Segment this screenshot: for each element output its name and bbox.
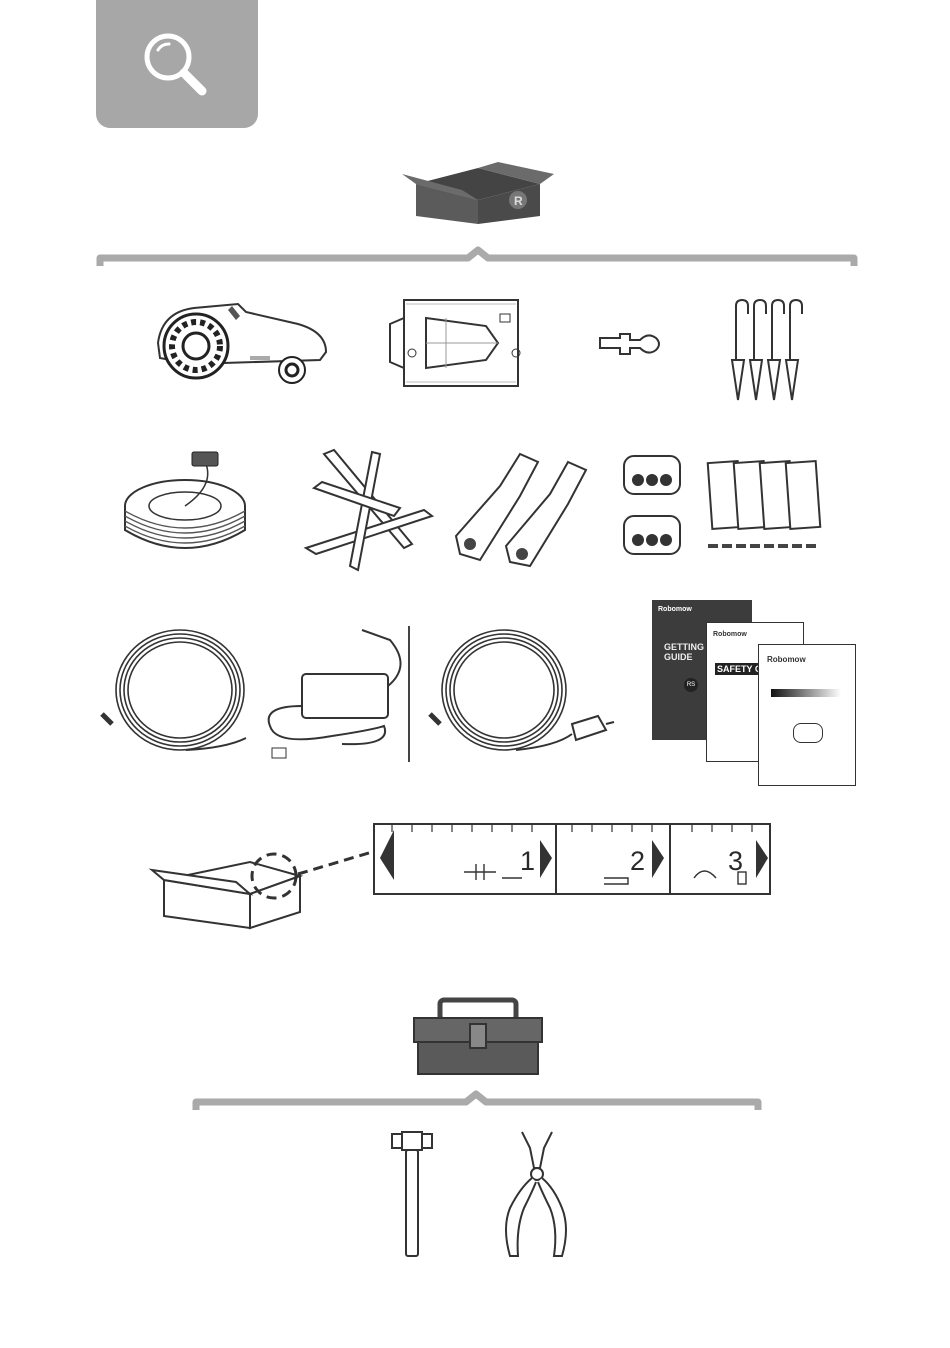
connectors-icon bbox=[450, 450, 600, 574]
ruler-step-1: 1 bbox=[520, 846, 535, 876]
ruler-on-box: 1 2 3 bbox=[372, 822, 772, 896]
cable-plug-icon bbox=[426, 628, 636, 756]
robot-mower-icon bbox=[150, 298, 332, 386]
small-screws-icon bbox=[708, 544, 816, 548]
svg-text:R: R bbox=[514, 194, 523, 208]
tools-bracket bbox=[192, 1090, 762, 1114]
cable-coil-icon bbox=[96, 628, 266, 756]
contents-bracket bbox=[96, 246, 860, 270]
charging-station-icon bbox=[386, 298, 526, 388]
callout-line bbox=[296, 848, 376, 878]
ruler-step-2: 2 bbox=[630, 846, 645, 876]
screw-set-icon bbox=[730, 298, 808, 404]
power-adapter-icon bbox=[262, 626, 412, 764]
wire-coil-icon bbox=[122, 446, 248, 556]
shipping-box-icon bbox=[150, 848, 320, 932]
coupler-icon bbox=[618, 452, 686, 566]
magnifier-icon bbox=[96, 0, 258, 128]
pegs-icon bbox=[304, 448, 436, 572]
user-manual: Robomow bbox=[758, 644, 856, 786]
pliers-icon bbox=[500, 1128, 574, 1260]
hammer-icon bbox=[388, 1130, 436, 1258]
blades-icon bbox=[704, 456, 830, 564]
guide-header-tab bbox=[96, 0, 258, 128]
column-divider bbox=[408, 626, 410, 762]
key-icon bbox=[596, 328, 662, 358]
open-box-icon: R bbox=[400, 158, 556, 226]
toolbox-icon bbox=[410, 998, 546, 1076]
